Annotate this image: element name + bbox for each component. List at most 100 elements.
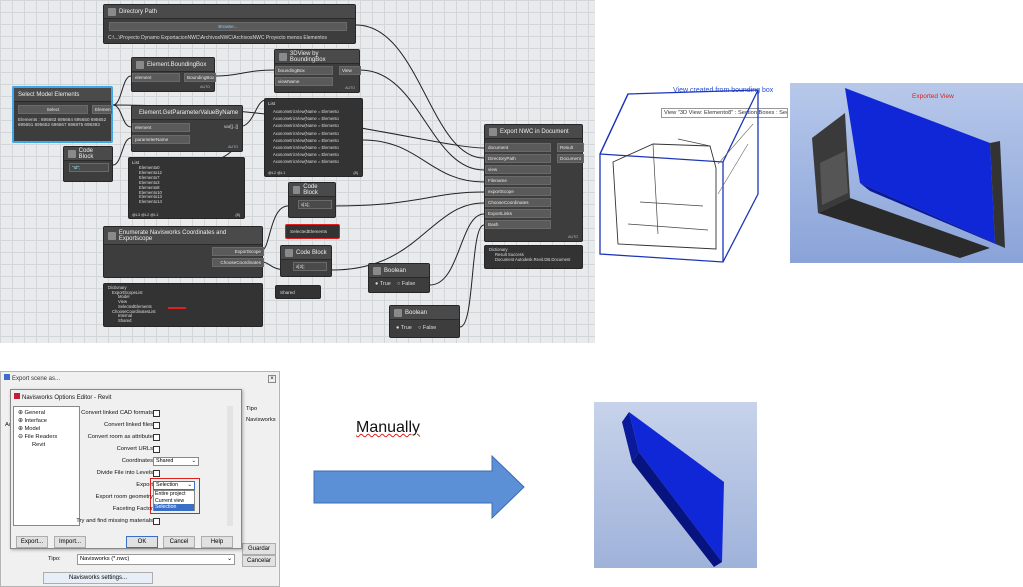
code-icon [293, 185, 301, 194]
node-title: Export NWC in Document [500, 128, 569, 135]
option-label: Convert linked files [104, 422, 153, 428]
export-select[interactable]: Selection⌄ [153, 481, 195, 490]
checkbox[interactable] [153, 446, 160, 453]
checkbox[interactable] [153, 518, 160, 525]
node-select-model-elements[interactable]: Select Model Elements Select Elements El… [12, 86, 113, 143]
node-boolean-2[interactable]: Boolean ● True ○ False [389, 305, 460, 338]
node-icon [136, 60, 144, 69]
input-port-viewname[interactable]: viewName [275, 77, 333, 86]
caption: Exported View [912, 93, 954, 100]
node-title: Element.GetParameterValueByName [139, 109, 239, 116]
code-editor[interactable]: x[2]; [293, 262, 327, 271]
input-port-element[interactable]: element [132, 123, 190, 132]
node-title: Element.BoundingBox [147, 61, 207, 68]
radio-false[interactable]: ○ False [397, 281, 416, 287]
output-port-choosecoordinates[interactable]: ChooseCoordinates [212, 258, 264, 267]
right-arrow [313, 454, 525, 520]
node-code-block-x1[interactable]: Code Block x[1]; [288, 182, 336, 218]
selection-value: Elements : 695663 695664 695650 695652 6… [18, 117, 107, 127]
input-port-parametername[interactable]: parameterName [132, 135, 190, 144]
node-element-boundingbox[interactable]: Element.BoundingBox element BoundingBox … [131, 57, 216, 92]
node-icon [489, 127, 497, 136]
dynamo-canvas[interactable]: Directory Path Browse... C:\...\Proyecto… [0, 0, 595, 343]
node-code-block-id[interactable]: Code Block "Id"; [63, 146, 113, 182]
tree-item-file-readers[interactable]: ⊖ File Readers [18, 434, 58, 440]
node-3dview-by-boundingbox[interactable]: 3DView by BoundingBox boundingBox viewNa… [274, 49, 361, 93]
input-port[interactable]: exportScope [485, 187, 551, 196]
checkbox[interactable] [153, 422, 160, 429]
preview-value: Shared [280, 290, 295, 295]
exported-3d-model [812, 88, 1005, 258]
option-label: Faceting Factor [112, 506, 153, 512]
checkbox[interactable] [153, 434, 160, 441]
view-tooltip: View "3D View: Elemento8" : Section Boxe… [661, 108, 788, 118]
option-label: Divide File into Levels [96, 470, 153, 476]
options-tree[interactable]: ⊕ General ⊕ Interface ⊕ Model ⊖ File Rea… [13, 406, 80, 526]
node-export-nwc[interactable]: Export NWC in Document document Director… [484, 124, 584, 242]
browse-button[interactable]: Browse... [109, 22, 347, 31]
node-code-block-x2[interactable]: Code Block x[2]; [280, 245, 332, 277]
node-title: Boolean [384, 267, 407, 274]
import-button[interactable]: Import... [54, 536, 86, 548]
radio-true[interactable]: ● True [396, 325, 412, 331]
export-dropdown-list[interactable]: Entire project Current view Selection [153, 490, 195, 511]
output-port-boundingbox[interactable]: BoundingBox [184, 73, 216, 82]
cancel-button[interactable]: Cancel [163, 536, 195, 548]
coordinates-select[interactable]: Shared⌄ [153, 457, 199, 466]
manual-export-panel [594, 402, 757, 568]
node-boolean-1[interactable]: Boolean ● True ○ False [368, 263, 430, 293]
export-button[interactable]: Export... [16, 536, 48, 548]
node-icon [279, 52, 287, 61]
node-title: Code Block [296, 249, 327, 256]
checkbox[interactable] [153, 410, 160, 417]
ok-button[interactable]: OK [126, 536, 158, 548]
node-enumerate-navisworks[interactable]: Enumerate Navisworks Coordinates and Exp… [103, 226, 264, 278]
watch-dictionary: Dictionary ExportScopeList Model View Se… [103, 283, 263, 327]
file-type-select[interactable]: Navisworks (*.nwc)⌄ [77, 554, 235, 565]
node-getparametervaluebyname[interactable]: Element.GetParameterValueByName element … [131, 105, 243, 152]
input-port[interactable]: DirectoryPath [485, 154, 551, 163]
dropdown-option-selected[interactable]: Selection [154, 504, 194, 511]
input-port[interactable]: ExportLinks [485, 209, 551, 218]
guardar-button[interactable]: Guardar [242, 543, 276, 555]
input-port[interactable]: view [485, 165, 551, 174]
output-port-var[interactable]: var[]..[] [224, 124, 239, 129]
output-port-exportscope[interactable]: ExportScope [212, 247, 264, 256]
output-port-view[interactable]: View [339, 66, 361, 75]
select-button[interactable]: Select [18, 105, 88, 114]
watch-export-result: Dictionary Result Success Document Autod… [484, 245, 583, 269]
help-button[interactable]: Help [201, 536, 233, 548]
tree-item-interface[interactable]: ⊕ Interface [18, 418, 48, 424]
tree-item-general[interactable]: ⊕ General [18, 410, 46, 416]
col-tipo: Tipo [246, 406, 258, 412]
input-port[interactable]: document [485, 143, 551, 152]
red-highlight-box [150, 478, 200, 514]
input-port[interactable]: ChooseCoordinates [485, 198, 551, 207]
output-port-elements[interactable]: Elements [92, 105, 112, 114]
cancelar-button[interactable]: Cancelar [242, 555, 276, 567]
radio-true[interactable]: ● True [375, 281, 391, 287]
node-directory-path[interactable]: Directory Path Browse... C:\...\Proyecto… [103, 4, 356, 44]
dropdown-option[interactable]: Current view [155, 497, 185, 504]
code-editor[interactable]: "Id"; [69, 163, 109, 172]
output-port-result[interactable]: Result [557, 143, 584, 152]
node-title: Select Model Elements [18, 91, 80, 98]
input-port[interactable]: Filename [485, 176, 551, 185]
input-port-boundingbox[interactable]: boundingBox [275, 66, 333, 75]
checkbox[interactable] [153, 470, 160, 477]
radio-false[interactable]: ○ False [418, 325, 437, 331]
output-port-document[interactable]: Document [557, 154, 584, 163]
navisworks-settings-button[interactable]: Navisworks settings... [43, 572, 153, 584]
code-editor[interactable]: x[1]; [298, 200, 332, 209]
lacing-auto: AUTO [568, 235, 578, 239]
close-icon[interactable]: × [268, 375, 276, 383]
scrollbar[interactable] [227, 406, 233, 526]
input-port-element[interactable]: element [132, 73, 180, 82]
preview-value: SelectedElements [290, 229, 328, 234]
input-port[interactable]: Bash [485, 220, 551, 229]
dropdown-option[interactable]: Entire project [155, 491, 186, 497]
node-title: Boolean [405, 309, 428, 316]
tree-item-model[interactable]: ⊕ Model [18, 426, 41, 432]
tree-item-revit[interactable]: Revit [32, 442, 46, 448]
option-label: Convert linked CAD formats [81, 410, 153, 416]
